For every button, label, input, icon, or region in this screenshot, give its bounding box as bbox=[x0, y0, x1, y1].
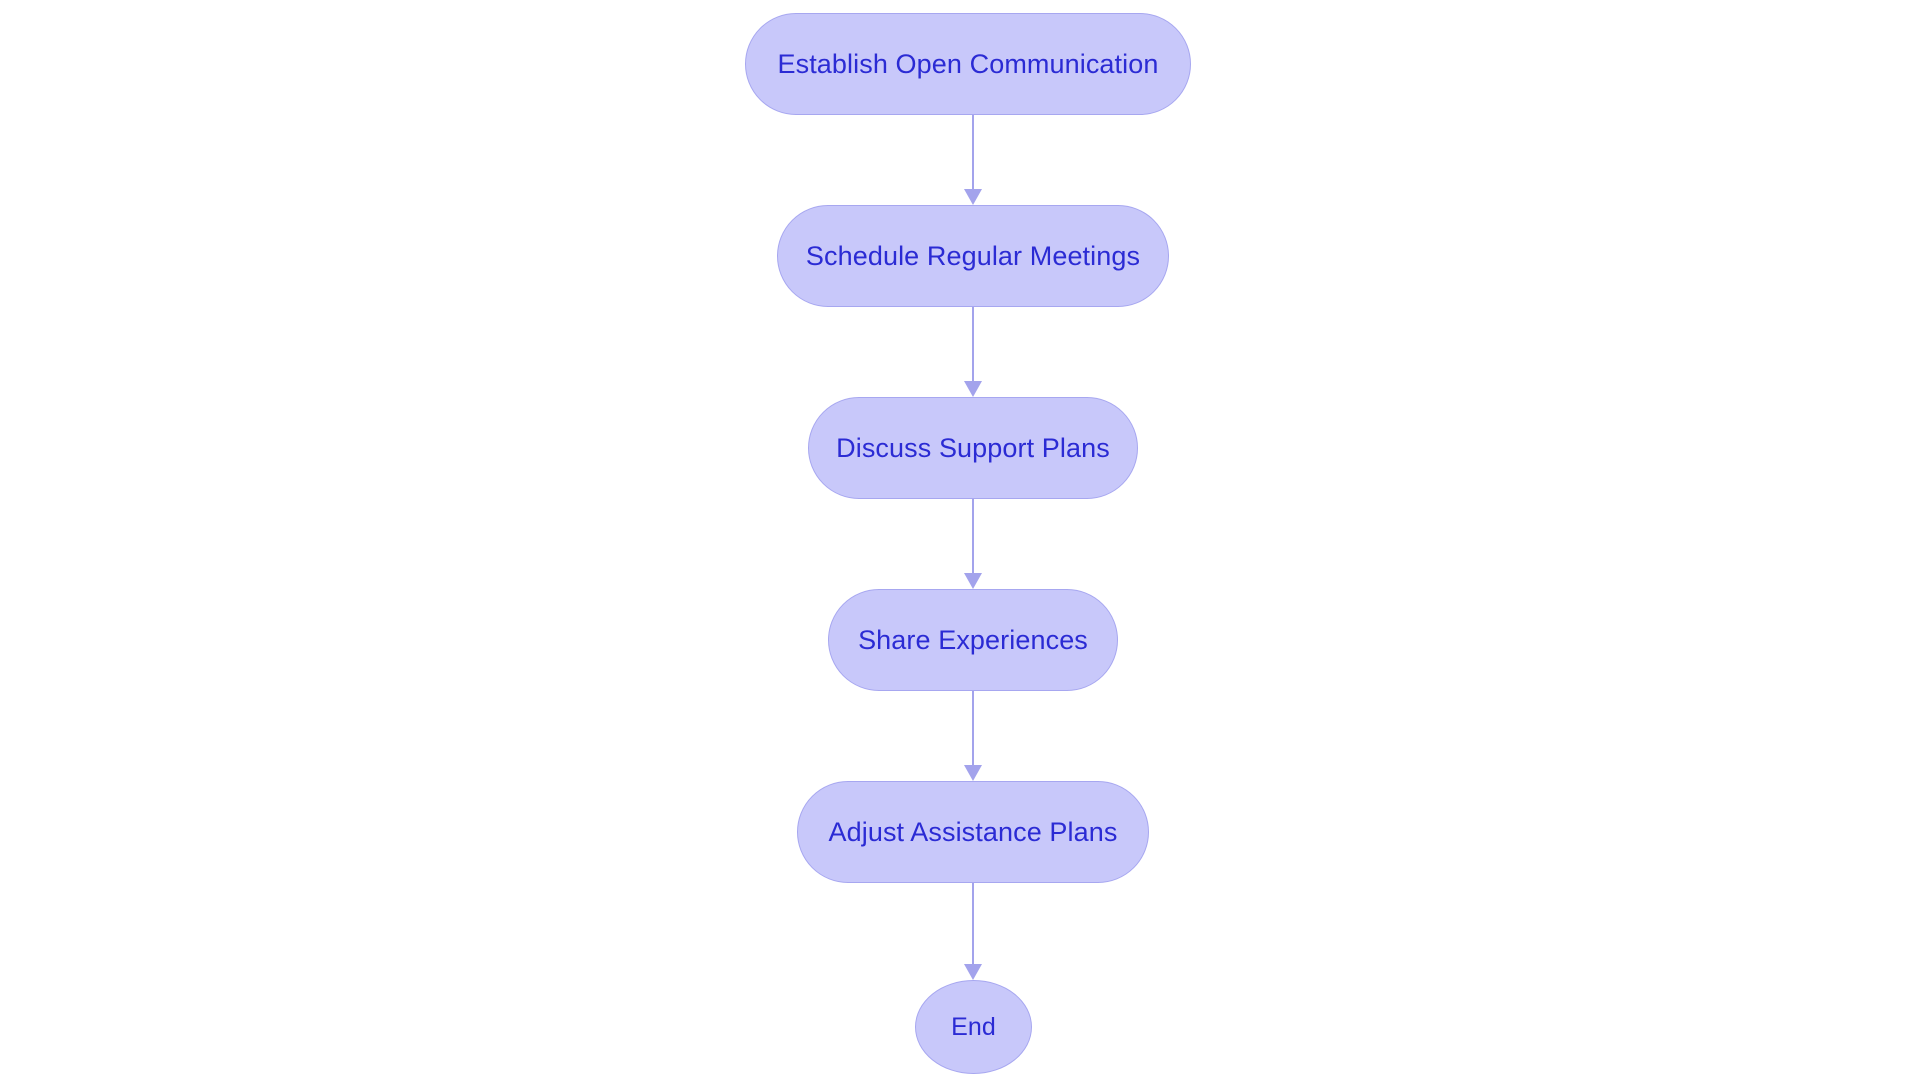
edge-establish-to-schedule bbox=[953, 115, 993, 205]
arrowhead-icon bbox=[964, 573, 982, 589]
flow-node-label: Schedule Regular Meetings bbox=[805, 240, 1141, 271]
arrowhead-icon bbox=[964, 189, 982, 205]
flow-node-label: Establish Open Communication bbox=[777, 48, 1159, 79]
flow-node-adjust-assistance-plans[interactable]: Adjust Assistance Plans bbox=[797, 781, 1149, 883]
flow-node-label: Adjust Assistance Plans bbox=[828, 816, 1118, 847]
flow-node-schedule-regular-meetings[interactable]: Schedule Regular Meetings bbox=[777, 205, 1169, 307]
flow-node-label: End bbox=[951, 1012, 996, 1041]
edge-line bbox=[971, 691, 975, 765]
edge-line bbox=[971, 499, 975, 573]
flow-node-end[interactable]: End bbox=[915, 980, 1032, 1074]
edge-line bbox=[971, 883, 975, 964]
arrowhead-icon bbox=[964, 765, 982, 781]
arrowhead-icon bbox=[964, 381, 982, 397]
flow-node-discuss-support-plans[interactable]: Discuss Support Plans bbox=[808, 397, 1138, 499]
flow-node-establish-open-communication[interactable]: Establish Open Communication bbox=[745, 13, 1191, 115]
flow-node-share-experiences[interactable]: Share Experiences bbox=[828, 589, 1118, 691]
flow-node-label: Discuss Support Plans bbox=[836, 432, 1110, 463]
edge-discuss-to-share bbox=[953, 499, 993, 589]
edge-share-to-adjust bbox=[953, 691, 993, 781]
edge-line bbox=[971, 307, 975, 381]
edge-schedule-to-discuss bbox=[953, 307, 993, 397]
edge-adjust-to-end bbox=[953, 883, 993, 980]
arrowhead-icon bbox=[964, 964, 982, 980]
flow-node-label: Share Experiences bbox=[858, 624, 1088, 655]
edge-line bbox=[971, 115, 975, 189]
